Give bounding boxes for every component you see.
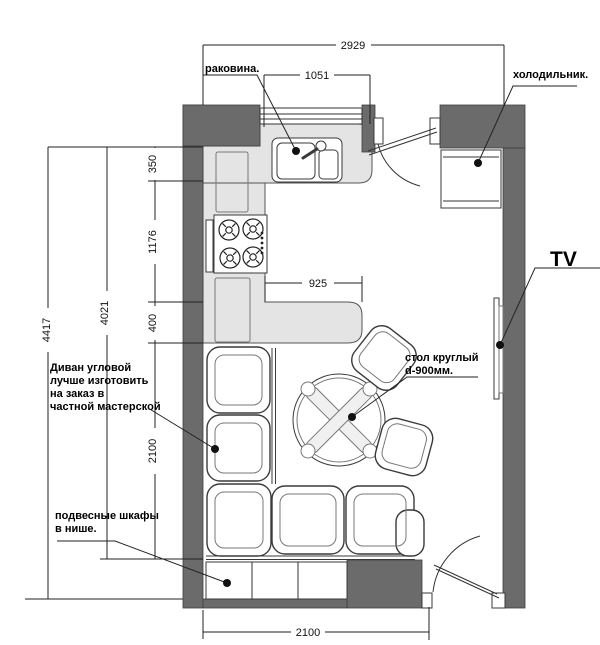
dim-4417: 4417 (41, 318, 53, 342)
sofa-cushion-corner (206, 483, 272, 557)
door-jamb (429, 117, 441, 145)
annotation-tv: TV (496, 248, 600, 349)
sink-basin-right (318, 149, 339, 180)
sink (271, 137, 343, 183)
burners (218, 218, 264, 269)
pouf-1 (351, 325, 417, 391)
door-leaf (435, 568, 500, 599)
kitchen-door (367, 117, 441, 187)
faucet-icon (315, 140, 327, 152)
door-leaf (367, 127, 437, 152)
door-leaf (433, 564, 498, 595)
dimension-peninsula: 925 (264, 276, 363, 302)
wall-top-right-block (439, 104, 526, 149)
window (259, 107, 363, 125)
wall-left (182, 104, 204, 609)
fridge-label: холодильник. (513, 69, 588, 81)
wall-top-pier (361, 104, 376, 153)
fridge (440, 149, 502, 209)
dim-350: 350 (147, 155, 159, 173)
cabinets-label-line1: подвесные шкафы (55, 510, 159, 522)
sofa-label-line2: лучше изготовить (50, 375, 149, 387)
dim-4021: 4021 (99, 301, 111, 325)
dim-400: 400 (147, 314, 159, 332)
sofa-armrest (395, 509, 425, 557)
tv-screen (498, 305, 504, 394)
annotation-sink: раковина. (203, 63, 300, 155)
pouf-2 (374, 417, 434, 477)
door-jamb (373, 117, 384, 145)
dimension-left-chain: 350 1176 400 2100 4021 4417 (25, 146, 203, 600)
dim-bottom-2100: 2100 (296, 627, 320, 639)
sofa-front-edge (206, 348, 415, 560)
annotation-fridge: холодильник. (474, 69, 588, 167)
stove-side-rail (205, 219, 214, 273)
dimension-bottom: 2100 (202, 607, 430, 640)
door-swing-arc (377, 143, 421, 187)
tv-label: TV (550, 248, 577, 271)
wall-bottom-solid (346, 559, 423, 609)
wall-top-left-block (182, 104, 261, 147)
sofa-cushion (271, 485, 345, 555)
door-swing-arc (432, 535, 481, 593)
wall-niche-back (202, 598, 348, 609)
door-leaf (368, 131, 438, 156)
cabinets-label-line2: в нише. (55, 523, 97, 535)
table-label-line2: d-900мм. (405, 365, 453, 377)
dim-1176: 1176 (147, 230, 159, 254)
sink-basin-left (276, 142, 316, 180)
dimension-top-counter: 1051 (263, 70, 371, 127)
faucet-lever (301, 147, 319, 160)
annotation-sofa: Диван угловой лучше изготовить на заказ … (50, 362, 219, 453)
stove (205, 214, 268, 274)
dim-2929: 2929 (341, 40, 365, 52)
annotation-table: стол круглый d-900мм. (348, 352, 479, 421)
wall-right (502, 147, 526, 609)
corner-sofa (206, 346, 425, 560)
door-jamb (421, 592, 433, 609)
cabinet-front-lower (214, 277, 251, 343)
table-top-inner (296, 377, 382, 463)
cabinet-front-upper (215, 151, 249, 213)
round-table (292, 373, 386, 467)
dim-925: 925 (309, 278, 327, 290)
dim-2100: 2100 (147, 439, 159, 463)
entry-door (421, 535, 506, 609)
table-label-line1: стол круглый (405, 352, 479, 364)
sofa-label-line1: Диван угловой (50, 362, 131, 374)
fridge-outline (440, 149, 502, 209)
walls (182, 104, 526, 609)
annotation-cabinets: подвесные шкафы в нише. (55, 510, 231, 587)
sofa-cushion (206, 346, 271, 414)
stove-control-dots (260, 231, 264, 255)
sofa-label-line4: частной мастерской (50, 401, 161, 413)
dim-1051: 1051 (305, 70, 329, 82)
sofa-cushion (206, 414, 271, 482)
sink-label: раковина. (205, 63, 259, 75)
sofa-label-line3: на заказ в (50, 388, 105, 400)
